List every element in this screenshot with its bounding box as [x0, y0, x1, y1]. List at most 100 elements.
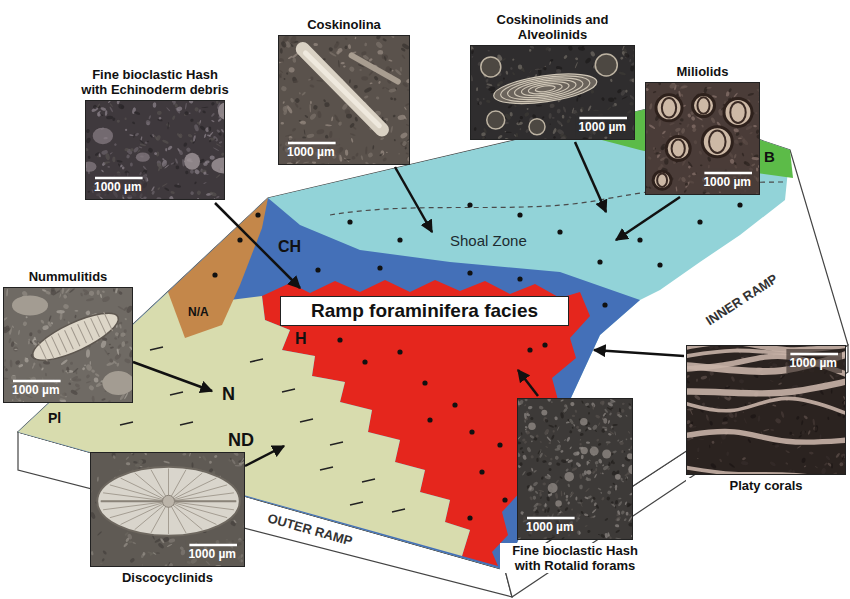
scale-label: 1000 µm	[526, 520, 574, 534]
grain	[124, 148, 128, 152]
scale-label: 1000 µm	[703, 175, 751, 189]
grain	[371, 162, 378, 165]
grain	[161, 159, 167, 167]
grain	[658, 120, 661, 127]
grain	[596, 465, 598, 467]
grain	[559, 476, 563, 479]
grain	[751, 157, 759, 161]
test-chamber	[709, 131, 726, 154]
grain	[686, 123, 690, 128]
grain	[627, 431, 630, 435]
grain	[185, 103, 187, 110]
grain	[594, 460, 599, 465]
grain	[279, 57, 285, 63]
grain	[780, 411, 784, 418]
grain	[584, 513, 589, 516]
top-surface	[18, 106, 848, 570]
grain	[11, 325, 14, 328]
grain	[139, 143, 146, 147]
lens-outline	[27, 304, 124, 369]
grain	[576, 425, 580, 429]
grain	[94, 373, 99, 378]
grain	[96, 290, 99, 295]
grain	[306, 133, 314, 138]
grain	[628, 514, 631, 516]
grain	[123, 306, 128, 311]
grain	[540, 497, 542, 500]
grain	[85, 310, 91, 316]
grain	[697, 447, 700, 452]
grain	[376, 36, 382, 40]
grain	[369, 82, 372, 84]
grain	[100, 294, 103, 299]
grain	[536, 105, 542, 107]
grain	[230, 458, 232, 460]
grain	[578, 46, 586, 51]
coskinolina-test	[303, 49, 382, 130]
grain	[557, 440, 561, 444]
grain	[25, 316, 28, 319]
shell-whorl	[528, 82, 563, 96]
grain	[675, 186, 677, 192]
grain	[587, 461, 589, 466]
scale-label: 1000 µm	[578, 120, 626, 134]
grain	[530, 455, 534, 459]
grain	[608, 97, 614, 102]
grain	[209, 461, 212, 464]
grain	[280, 40, 287, 48]
grain	[519, 462, 523, 466]
grain	[507, 104, 512, 109]
grain	[610, 401, 614, 404]
grain	[629, 491, 633, 495]
grain	[602, 418, 604, 420]
grain	[194, 124, 200, 132]
test-chamber	[672, 140, 685, 158]
grain	[152, 552, 156, 555]
grain	[548, 113, 551, 119]
grain	[552, 430, 554, 433]
grain	[596, 438, 600, 442]
grain	[709, 445, 710, 449]
grain	[827, 417, 829, 420]
grain	[648, 186, 652, 189]
grain	[615, 506, 616, 509]
shell-whorl	[499, 71, 591, 106]
grain	[398, 153, 400, 155]
grain	[218, 132, 223, 137]
grain	[658, 83, 661, 85]
grain	[134, 132, 139, 137]
grain	[86, 137, 91, 144]
grain	[524, 112, 530, 118]
grain	[529, 49, 531, 52]
grain	[842, 361, 846, 368]
grain	[482, 136, 486, 140]
grain	[279, 73, 282, 79]
grain-texture	[4, 288, 133, 403]
grain	[841, 399, 846, 404]
grain	[125, 456, 129, 460]
grain	[197, 198, 199, 200]
grain	[579, 443, 581, 446]
grain	[70, 375, 78, 382]
grain	[741, 152, 744, 156]
panel-caption: Coskinolinids and Alveolinids	[469, 12, 637, 42]
grain	[548, 462, 553, 466]
grain	[214, 138, 216, 140]
grain	[132, 453, 135, 456]
grain	[733, 154, 736, 159]
grain	[581, 400, 584, 404]
grain	[197, 121, 201, 125]
grain	[328, 47, 333, 52]
grain	[571, 508, 573, 510]
grain	[92, 104, 97, 109]
grain	[575, 62, 579, 69]
grain	[833, 472, 837, 475]
grain	[243, 525, 245, 532]
echinoderm-fragment	[218, 103, 225, 120]
grain	[310, 76, 313, 80]
grain	[564, 492, 565, 495]
grain	[628, 522, 633, 527]
grain	[615, 524, 620, 528]
grain	[100, 340, 107, 349]
grain	[565, 498, 568, 502]
